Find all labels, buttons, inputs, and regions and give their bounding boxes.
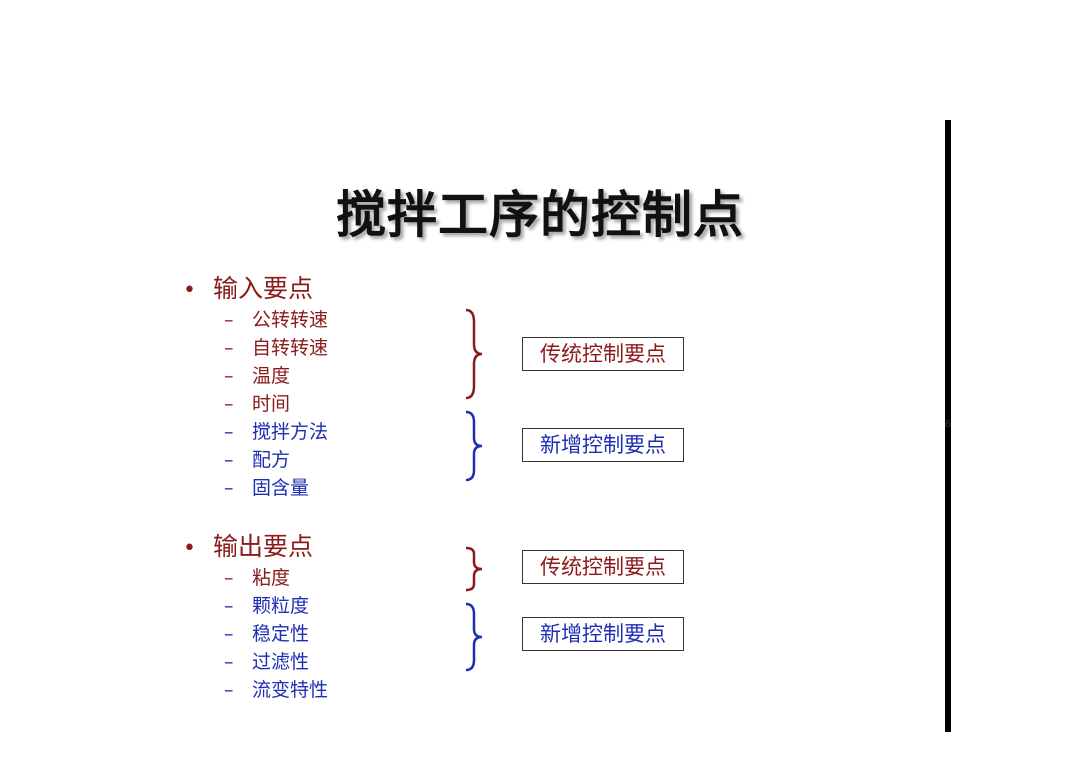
list-item-label: 自转转速 [252,337,329,359]
dash-icon: – [224,337,234,359]
traditional-control-tag: 传统控制要点 [522,337,684,371]
dash-icon: – [224,679,234,701]
list-item: –自转转速 [224,335,328,361]
bullet-icon: • [183,536,196,561]
list-item: –配方 [224,447,290,473]
list-item-label: 公转转速 [252,309,329,331]
dash-icon: – [224,595,234,617]
right-brace-icon [465,308,483,400]
list-item-label: 搅拌方法 [252,421,329,443]
traditional-control-tag: 传统控制要点 [522,550,684,584]
list-item-label: 颗粒度 [252,595,310,617]
dash-icon: – [224,623,234,645]
right-brace-icon [465,546,483,592]
list-item: –温度 [224,363,290,389]
list-item: –过滤性 [224,649,309,675]
input-heading: • 输入要点 [183,272,313,308]
list-item-label: 固含量 [252,477,310,499]
output-heading: • 输出要点 [183,530,313,566]
dash-icon: – [224,651,234,673]
list-item-label: 粘度 [252,567,291,589]
dash-icon: – [224,477,234,499]
list-item: –稳定性 [224,621,309,647]
dash-icon: – [224,421,234,443]
dash-icon: – [224,567,234,589]
right-brace-icon [465,410,483,482]
list-item-label: 流变特性 [252,679,329,701]
list-item-label: 配方 [252,449,291,471]
list-item-label: 温度 [252,365,291,387]
dash-icon: – [224,449,234,471]
input-heading-label: 输入要点 [213,274,314,303]
list-item: –时间 [224,391,290,417]
list-item: –流变特性 [224,677,328,703]
list-item: –公转转速 [224,307,328,333]
list-item: –搅拌方法 [224,419,328,445]
list-item: –固含量 [224,475,309,501]
dash-icon: – [224,393,234,415]
dash-icon: – [224,309,234,331]
list-item-label: 稳定性 [252,623,310,645]
output-heading-label: 输出要点 [213,532,314,561]
list-item: –颗粒度 [224,593,309,619]
list-item-label: 过滤性 [252,651,310,673]
dash-icon: – [224,365,234,387]
bullet-icon: • [183,278,196,303]
right-brace-icon [465,602,483,672]
new-control-tag: 新增控制要点 [522,428,684,462]
list-item-label: 时间 [252,393,291,415]
page-number: 6 [945,419,952,430]
new-control-tag: 新增控制要点 [522,617,684,651]
page-edge-bar [945,120,951,732]
list-item: –粘度 [224,565,290,591]
page-title: 搅拌工序的控制点 [336,186,744,244]
